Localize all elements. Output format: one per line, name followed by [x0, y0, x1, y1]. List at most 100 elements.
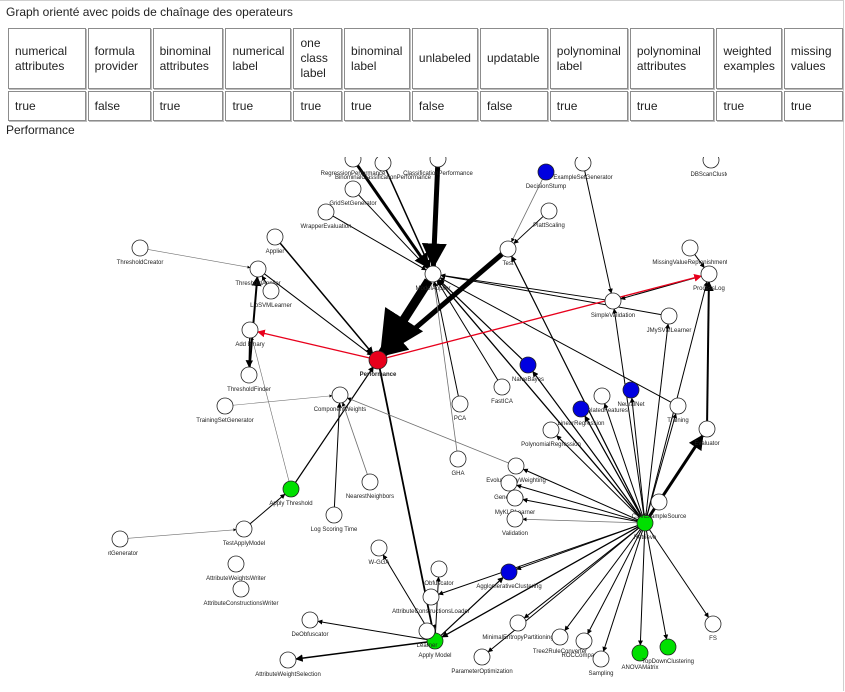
graph-node-hub[interactable]: Retrieve	[634, 514, 657, 541]
graph-node-circle[interactable]	[592, 650, 610, 668]
graph-node-circle[interactable]	[368, 350, 388, 370]
graph-node-component-weights[interactable]: ComponentWeights	[314, 386, 367, 413]
graph-node-circle[interactable]	[636, 514, 654, 532]
graph-node-decisionstump[interactable]: DecisionStump	[526, 163, 567, 190]
graph-node-classperf[interactable]: ClassificationPerformance	[403, 157, 474, 177]
graph-node-add-binary[interactable]: Add Binary	[235, 321, 265, 348]
graph-node-deobfuscator[interactable]: DeObfuscator	[291, 611, 329, 638]
graph-node-setgenerator[interactable]: SetGenerator	[108, 530, 138, 557]
graph-node-threshold-finder[interactable]: ThresholdFinder	[227, 366, 271, 393]
graph-node-circle[interactable]	[344, 180, 362, 198]
graph-node-circle[interactable]	[240, 366, 258, 384]
graph-node-circle[interactable]	[249, 260, 267, 278]
graph-node-circle[interactable]	[430, 560, 448, 578]
graph-node-circle[interactable]	[499, 240, 517, 258]
graph-node-circle[interactable]	[422, 588, 440, 606]
graph-node-binperf[interactable]: BinominalClassificationPerformance	[335, 157, 432, 181]
graph-node-examplesetgen[interactable]: ExampleSetGenerator	[553, 157, 613, 181]
graph-node-circle[interactable]	[262, 282, 280, 300]
graph-node-learner[interactable]: Learner	[417, 622, 438, 649]
graph-node-circle[interactable]	[681, 239, 699, 257]
graph-node-apply-threshold[interactable]: Apply Threshold	[269, 480, 313, 507]
graph-node-circle[interactable]	[493, 378, 511, 396]
graph-node-validation[interactable]: Validation	[502, 510, 528, 537]
graph-node-anovamatrix[interactable]: ANOVAMatrix	[622, 644, 659, 671]
graph-node-libsvmlearner[interactable]: LibSVMLearner	[250, 282, 292, 309]
graph-node-dbscan[interactable]: DBScanCluster	[690, 157, 727, 178]
graph-node-fs[interactable]: FS	[704, 615, 722, 642]
graph-node-circle[interactable]	[542, 421, 560, 439]
graph-node-corrfeatures[interactable]: CorrelatedFeatures	[576, 387, 628, 414]
graph-node-fastica[interactable]: FastICA	[491, 378, 513, 405]
graph-node-circle[interactable]	[506, 489, 524, 507]
graph-node-evaluator[interactable]: Evaluator	[694, 420, 720, 447]
graph-node-circle[interactable]	[537, 163, 555, 181]
graph-node-obfuscator[interactable]: Obfuscator	[424, 560, 454, 587]
graph-node-applier[interactable]: Applier	[266, 228, 285, 255]
graph-node-threshold-applier[interactable]: ThresholdApplier	[235, 260, 281, 287]
graph-node-circle[interactable]	[700, 265, 718, 283]
graph-node-polyreg[interactable]: PolynomialRegression	[521, 421, 581, 448]
graph-node-circle[interactable]	[622, 381, 640, 399]
graph-node-circle[interactable]	[604, 292, 622, 310]
graph-node-test[interactable]: Test	[499, 240, 517, 267]
graph-node-circle[interactable]	[279, 651, 297, 669]
graph-node-processlog[interactable]: ProcessLog	[693, 265, 725, 292]
graph-node-circle[interactable]	[361, 473, 379, 491]
graph-node-circle[interactable]	[111, 530, 129, 548]
graph-node-wrappereval[interactable]: WrapperEvaluation	[301, 203, 352, 230]
graph-node-training-set-gen[interactable]: TrainingSetGenerator	[196, 397, 254, 424]
graph-node-testapplymodel[interactable]: TestApplyModel	[223, 520, 265, 547]
graph-node-circle[interactable]	[235, 520, 253, 538]
graph-node-attrweightsel[interactable]: AttributeWeightSelection	[255, 651, 321, 678]
graph-node-circle[interactable]	[540, 202, 558, 220]
graph-node-circle[interactable]	[572, 400, 590, 418]
graph-node-circle[interactable]	[241, 321, 259, 339]
graph-node-mvreplenish[interactable]: MissingValueReplenishment	[652, 239, 727, 266]
graph-node-circle[interactable]	[660, 307, 678, 325]
graph-node-circle[interactable]	[227, 555, 245, 573]
graph-node-minentropy[interactable]: MinimalEntropyPartitioning	[482, 614, 554, 641]
graph-node-circle[interactable]	[301, 611, 319, 629]
graph-node-circle[interactable]	[704, 615, 722, 633]
graph-node-circle[interactable]	[216, 397, 234, 415]
graph-node-circle[interactable]	[669, 397, 687, 415]
graph-node-circle[interactable]	[698, 420, 716, 438]
graph-node-jmysvm[interactable]: JMySVMLearner	[647, 307, 692, 334]
graph-node-attrweightswriter[interactable]: AttributeWeightsWriter	[206, 555, 266, 582]
graph-node-gridset[interactable]: GridSetGenerator	[329, 180, 377, 207]
graph-node-modelapplier[interactable]: ModelApplier	[415, 265, 451, 292]
graph-node-circle[interactable]	[575, 632, 593, 650]
graph-node-paramopt[interactable]: ParameterOptimization	[451, 648, 513, 675]
graph-node-circle[interactable]	[702, 157, 720, 169]
graph-node-circle[interactable]	[593, 387, 611, 405]
graph-node-logscoringtime[interactable]: Log Scoring Time	[311, 506, 358, 533]
graph-node-circle[interactable]	[473, 648, 491, 666]
graph-node-simplevalidation[interactable]: SimpleValidation	[591, 292, 635, 319]
graph-node-circle[interactable]	[374, 157, 392, 172]
graph-node-plattscaling[interactable]: PlattScaling	[533, 202, 565, 229]
graph-node-circle[interactable]	[344, 157, 362, 168]
graph-node-training[interactable]: Training	[667, 397, 689, 424]
graph-node-circle[interactable]	[659, 638, 677, 656]
graph-node-circle[interactable]	[266, 228, 284, 246]
graph-node-tree2rule[interactable]: Tree2RuleConverter	[533, 628, 587, 655]
graph-node-circle[interactable]	[574, 157, 592, 172]
graph-node-naivebayes[interactable]: NaiveBayes	[512, 356, 544, 383]
graph-node-aggclustering[interactable]: AgglomerativeClustering	[476, 563, 542, 590]
graph-node-circle[interactable]	[519, 356, 537, 374]
graph-node-circle[interactable]	[451, 395, 469, 413]
graph-node-circle[interactable]	[424, 265, 442, 283]
graph-node-csvexample[interactable]: CSVExampleSource	[632, 493, 687, 520]
graph-node-circle[interactable]	[506, 510, 524, 528]
graph-node-attrconstloader[interactable]: AttributeConstructionsLoader	[392, 588, 470, 615]
graph-node-circle[interactable]	[370, 539, 388, 557]
graph-node-circle[interactable]	[551, 628, 569, 646]
graph-node-circle[interactable]	[429, 157, 447, 168]
graph-node-circle[interactable]	[500, 474, 518, 492]
graph-node-nearestneighbors[interactable]: NearestNeighbors	[346, 473, 394, 500]
graph-node-gha[interactable]: GHA	[449, 450, 467, 477]
graph-node-linreg[interactable]: LinearRegression	[557, 400, 605, 427]
graph-node-topdown[interactable]: TopDownClustering	[642, 638, 694, 665]
